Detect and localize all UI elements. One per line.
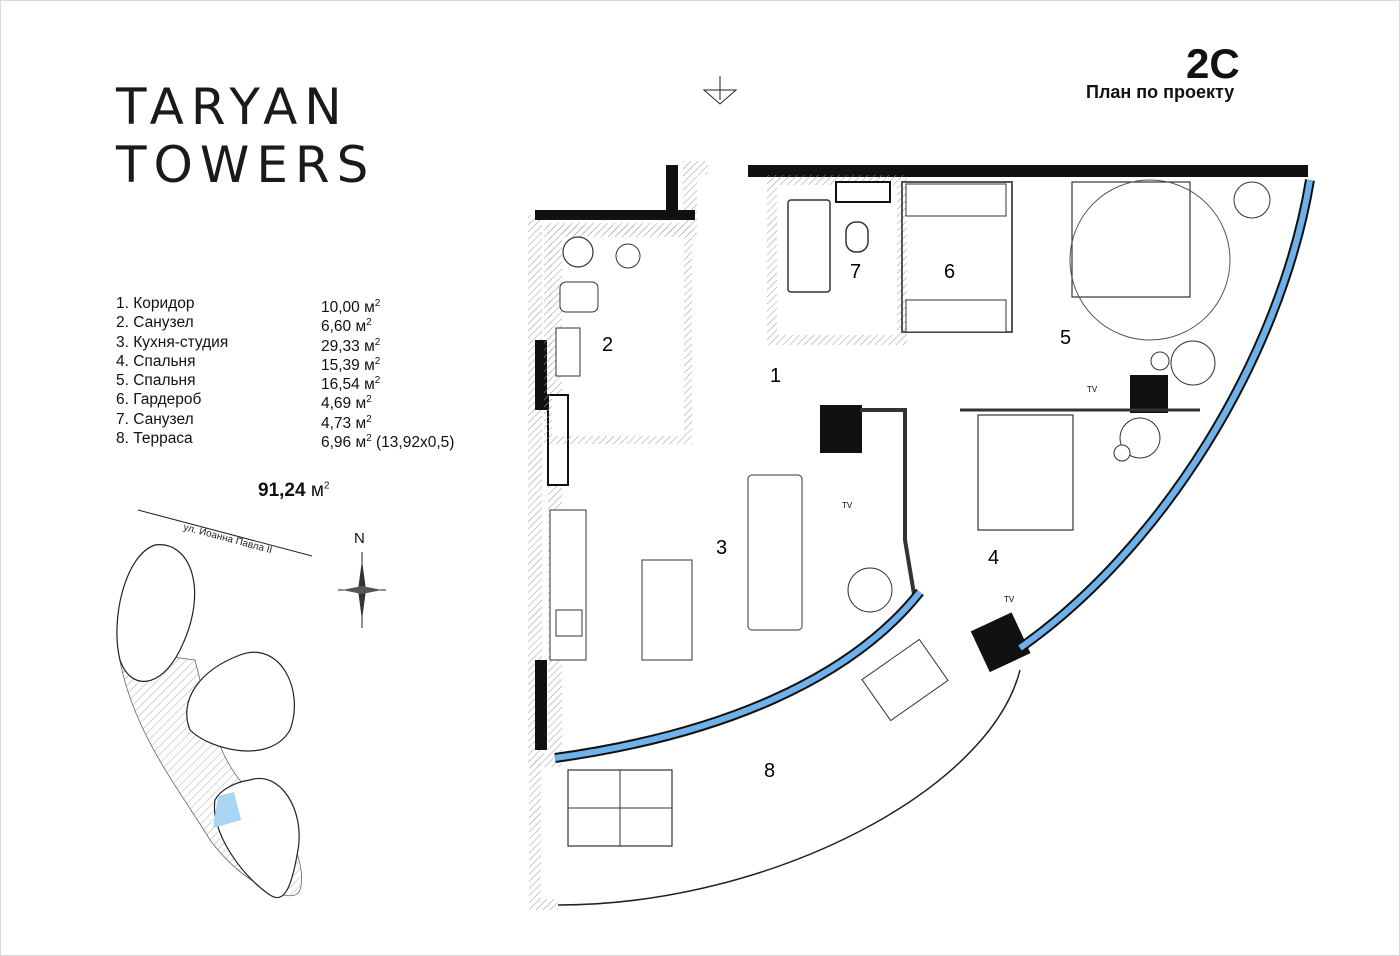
tv-label: TV bbox=[842, 501, 853, 510]
cooktop-icon bbox=[555, 609, 583, 637]
room-number-5: 5 bbox=[1060, 327, 1071, 349]
glazing-frame bbox=[554, 588, 924, 763]
bed-icon bbox=[977, 414, 1074, 531]
room-number-8: 8 bbox=[764, 760, 775, 782]
site-plan bbox=[116, 509, 386, 898]
room-area: 4,69 м2 bbox=[321, 394, 372, 413]
terrace-edge bbox=[557, 669, 1021, 906]
tower-2-outline bbox=[186, 651, 295, 752]
wall-segment bbox=[666, 165, 678, 220]
terrace-table-icon bbox=[861, 638, 949, 722]
column bbox=[970, 612, 1031, 673]
terrace-wall-hatched bbox=[529, 760, 558, 910]
site-highlight-unit bbox=[213, 792, 241, 828]
room-name: 3. Кухня-студия bbox=[116, 333, 229, 351]
column bbox=[820, 405, 862, 453]
toilet-icon bbox=[845, 221, 869, 253]
armchair-icon bbox=[847, 567, 893, 613]
plan-subtitle: План по проекту bbox=[1086, 82, 1235, 102]
shower-icon bbox=[555, 327, 581, 377]
wall-segment bbox=[535, 660, 547, 750]
tv-label: TV bbox=[1004, 595, 1015, 604]
room-number-1: 1 bbox=[770, 365, 781, 387]
total-area-unit: м2 bbox=[310, 480, 330, 501]
logo-line-1: TARYAN bbox=[116, 78, 349, 136]
column bbox=[1130, 375, 1168, 413]
chair-icon bbox=[1170, 340, 1216, 386]
bathtub-icon bbox=[787, 199, 831, 293]
room-area: 29,33 м2 bbox=[321, 336, 381, 355]
sink-icon bbox=[835, 181, 891, 203]
floor-plan: 1 2 3 4 5 6 7 8 TV TV TV bbox=[528, 76, 1315, 910]
room-number-2: 2 bbox=[602, 334, 613, 356]
tv-label: TV bbox=[1087, 385, 1098, 394]
rug-icon bbox=[1069, 179, 1231, 341]
total-area: 91,24 м2 bbox=[258, 480, 329, 502]
tower-1-outline bbox=[116, 544, 196, 682]
bathroom-2-walls bbox=[544, 226, 692, 444]
glazing-window bbox=[554, 590, 923, 761]
room-name: 1. Коридор bbox=[116, 295, 195, 312]
logo: TARYAN TOWERS bbox=[116, 78, 375, 194]
chair-icon bbox=[1119, 417, 1161, 459]
plant-icon bbox=[1113, 444, 1131, 462]
room-area: 4,73 м2 bbox=[321, 413, 372, 432]
room-name: 7. Санузел bbox=[116, 410, 194, 428]
glazing-window bbox=[1018, 179, 1313, 651]
room-name: 8. Терраса bbox=[116, 430, 193, 448]
room-area: 16,54 м2 bbox=[321, 375, 381, 394]
toilet-icon bbox=[559, 281, 599, 313]
partition-wall bbox=[860, 408, 917, 601]
kitchen-counter-icon bbox=[549, 509, 587, 661]
wall-segment bbox=[535, 210, 695, 220]
room-area: 10,00 м2 bbox=[321, 298, 381, 317]
room-number-7: 7 bbox=[850, 261, 861, 283]
room-area: 15,39 м2 bbox=[321, 355, 381, 375]
compass-icon bbox=[338, 552, 386, 628]
room-number-4: 4 bbox=[988, 547, 999, 569]
north-label: N bbox=[354, 530, 365, 547]
sofa-icon bbox=[747, 474, 803, 631]
bed-icon bbox=[1071, 181, 1191, 298]
sink-icon bbox=[562, 236, 594, 268]
room-number-3: 3 bbox=[716, 537, 727, 559]
washer-icon bbox=[615, 243, 641, 269]
dining-table-icon bbox=[641, 559, 693, 661]
room-name: 2. Санузел bbox=[116, 314, 194, 332]
room-number-6: 6 bbox=[944, 261, 955, 283]
street-line bbox=[137, 509, 313, 557]
plan-code: 2C bbox=[1186, 40, 1240, 87]
total-area-value: 91,24 bbox=[258, 480, 306, 501]
wardrobe-rail-icon bbox=[905, 183, 1007, 217]
logo-line-2: TOWERS bbox=[116, 136, 376, 194]
room-name: 5. Спальня bbox=[116, 372, 196, 390]
room-area: 6,60 м2 bbox=[321, 317, 372, 336]
plant-icon bbox=[1150, 351, 1170, 371]
room-area: 6,96 м2 (13,92х0,5) bbox=[321, 433, 455, 452]
entrance-arrow-icon bbox=[702, 76, 738, 105]
chair-icon bbox=[1233, 181, 1271, 219]
room-name: 6. Гардероб bbox=[116, 391, 202, 409]
wardrobe-rail-icon bbox=[905, 299, 1007, 333]
wall-segment bbox=[748, 165, 1308, 177]
room-name: 4. Спальня bbox=[116, 352, 196, 370]
